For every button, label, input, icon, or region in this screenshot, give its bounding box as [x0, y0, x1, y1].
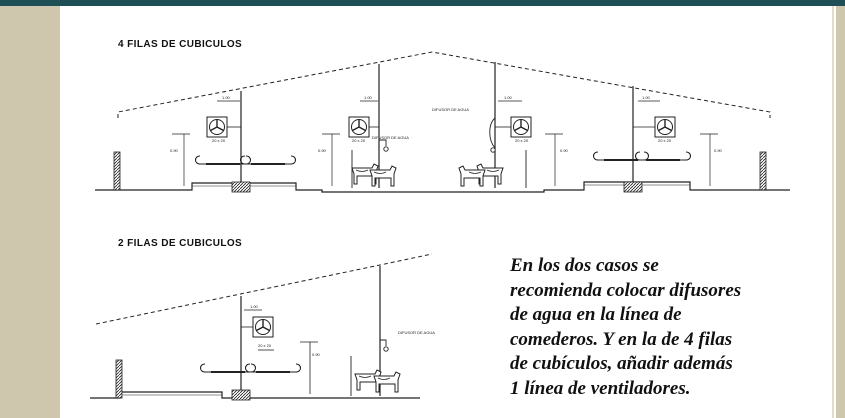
- side-wall-right: [759, 151, 767, 191]
- roof-line-four-rows: [117, 51, 771, 118]
- note-line: de agua en la línea de: [510, 304, 682, 325]
- note-line: 1 línea de ventiladores.: [510, 377, 691, 399]
- section-four-rows: DIFUSOR DE AGUA DIFUSOR DE AGUA 1.00 1.0…: [95, 51, 790, 193]
- note-line: recomienda colocar difusores: [510, 279, 742, 301]
- note-line: comederos. Y en la de 4 filas: [510, 328, 733, 350]
- label-dimension: 1.00: [222, 95, 231, 100]
- note-line: En los dos casos se: [510, 255, 659, 276]
- label-dimension: 1.00: [250, 304, 259, 309]
- water-diffuser-pipe-two-rows: [380, 339, 389, 352]
- label-fan-size: 20 x 20: [658, 138, 672, 143]
- title-two-rows: 2 FILAS DE CUBICULOS: [118, 238, 243, 249]
- label-height: 0.90: [312, 352, 321, 357]
- dimension-marks-two-rows: [241, 309, 318, 394]
- feeders-four-rows: [231, 181, 643, 193]
- recommendation-note: En los dos casos se recomienda colocar d…: [510, 254, 820, 401]
- label-water-diffuser: DIFUSOR DE AGUA: [432, 107, 469, 112]
- right-divider-line: [832, 6, 834, 418]
- cows-four-rows: [351, 163, 504, 187]
- title-four-rows: 4 FILAS DE CUBICULOS: [118, 39, 243, 50]
- dimension-marks: [172, 100, 718, 186]
- feeder-two-rows: [231, 389, 251, 401]
- label-fan-size: 20 x 20: [212, 138, 226, 143]
- fans-four-rows: [206, 116, 676, 138]
- water-diffuser-pipes: [379, 117, 496, 153]
- label-fan-size: 20 x 20: [352, 138, 366, 143]
- fan-icon: [654, 116, 676, 138]
- section-two-rows: DIFUSOR DE AGUA 1.00 20 x 20 0.90: [90, 253, 435, 401]
- label-water-diffuser: DIFUSOR DE AGUA: [372, 135, 409, 140]
- label-height: 0.90: [714, 148, 723, 153]
- label-fan-size: 20 x 20: [515, 138, 529, 143]
- right-side-panel: [836, 6, 845, 418]
- label-dimension: 1.00: [364, 95, 373, 100]
- cubicle-curbs-two-rows: [199, 363, 302, 373]
- label-fan-size: 20 x 20: [258, 343, 272, 348]
- fan-icon: [252, 316, 274, 338]
- label-height: 0.90: [318, 148, 327, 153]
- ground-line-two-rows: [90, 391, 420, 399]
- fan-icon: [206, 116, 228, 138]
- fan-icon: [348, 116, 370, 138]
- label-water-diffuser: DIFUSOR DE AGUA: [398, 330, 435, 335]
- cubicle-curbs-four-rows: [194, 151, 692, 165]
- fan-icon: [510, 116, 532, 138]
- label-dimension: 1.00: [504, 95, 513, 100]
- left-side-panel: [0, 6, 60, 418]
- ground-line-four-rows: [95, 181, 790, 193]
- label-dimension: 1.00: [642, 95, 651, 100]
- roof-line-two-rows: [95, 253, 433, 325]
- side-wall-left-two-rows: [115, 359, 123, 399]
- side-wall-left: [113, 151, 121, 191]
- top-accent-bar: [0, 0, 845, 6]
- stall-posts: [351, 150, 527, 188]
- label-height: 0.90: [170, 148, 179, 153]
- note-line: de cubículos, añadir además: [510, 353, 733, 374]
- columns-four-rows: [240, 62, 634, 188]
- label-height: 0.90: [560, 148, 569, 153]
